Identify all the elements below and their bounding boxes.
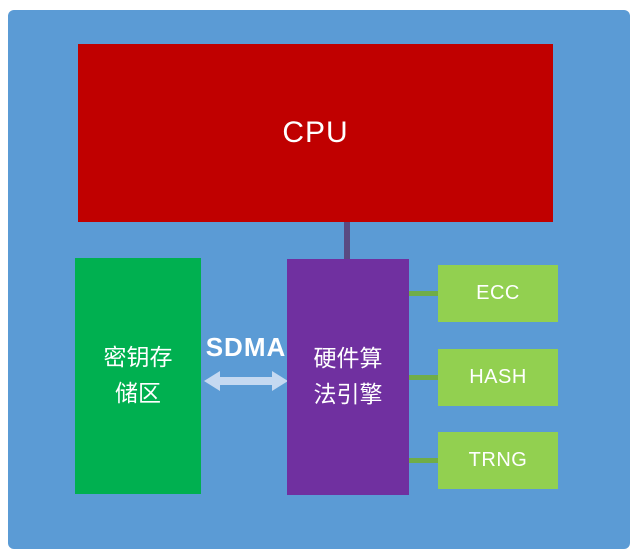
node-key-storage-label: 密钥存储区 [103,344,173,406]
node-hw-engine-label: 硬件算法引擎 [313,345,383,407]
sdma-double-arrow-icon [204,371,288,391]
node-trng: TRNG [438,432,558,489]
sdma-double-arrow-shape [204,371,288,391]
connector-engine-hash [409,375,438,380]
diagram-background: CPU 密钥存储区 SDMA 硬件算法引擎 ECC HASH [8,10,630,549]
node-hw-engine: 硬件算法引擎 [287,259,409,495]
node-key-storage: 密钥存储区 [75,258,201,494]
node-hash: HASH [438,349,558,406]
connector-engine-ecc [409,291,438,296]
node-cpu-label: CPU [282,116,349,149]
node-ecc-label: ECC [476,282,520,304]
connector-cpu-engine [344,222,350,260]
node-trng-label: TRNG [468,449,528,471]
node-cpu: CPU [78,44,553,222]
node-hash-label: HASH [469,366,527,388]
connector-engine-trng [409,458,438,463]
node-ecc: ECC [438,265,558,322]
sdma-label: SDMA [205,332,287,362]
